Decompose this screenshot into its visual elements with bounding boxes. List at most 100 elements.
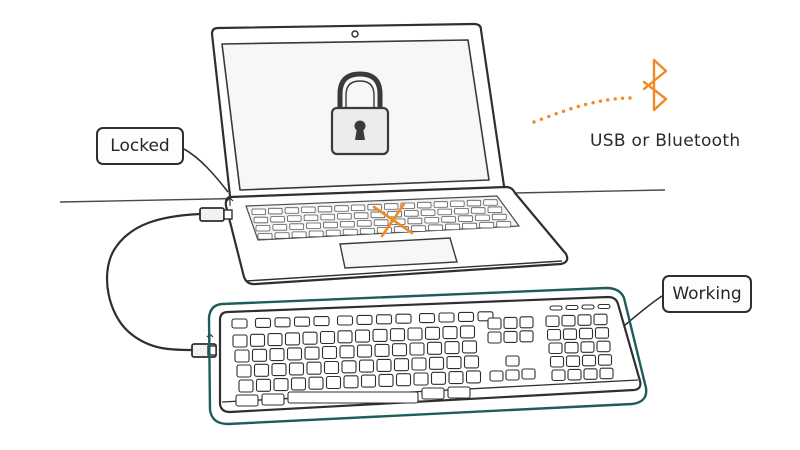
- usb-cable: [106, 197, 234, 358]
- laptop-key: [255, 224, 271, 232]
- laptop-key: [257, 233, 273, 240]
- keyboard-key: [411, 357, 427, 371]
- keyboard-key: [325, 375, 342, 390]
- laptop-key: [433, 201, 448, 208]
- keyboard-key: [551, 369, 566, 382]
- laptop-key: [487, 206, 503, 213]
- laptop-key: [437, 208, 452, 216]
- keyboard-key: [487, 331, 502, 344]
- keyboard-key: [319, 330, 336, 345]
- connection-label: USB or Bluetooth: [590, 131, 741, 151]
- laptop-key: [291, 231, 307, 238]
- keyboard-key: [360, 374, 377, 388]
- keyboard-key: [323, 360, 340, 375]
- keyboard-status-label: Working: [662, 275, 752, 313]
- keyboard-key: [389, 328, 406, 342]
- keyboard-key: [395, 373, 412, 387]
- keyboard-key: [430, 371, 447, 385]
- keyboard-key: [565, 304, 579, 311]
- keyboard-key: [254, 317, 272, 328]
- laptop-key: [424, 216, 440, 224]
- laptop-key: [404, 210, 419, 217]
- keyboard-key: [234, 349, 250, 363]
- keyboard-key: [465, 370, 482, 384]
- signal-dot: [539, 117, 544, 121]
- keyboard-key: [284, 332, 301, 346]
- laptop-key: [420, 209, 436, 216]
- keyboard-key: [521, 368, 536, 380]
- keyboard-key: [304, 346, 320, 360]
- laptop-key: [428, 224, 443, 231]
- keyboard-key: [594, 327, 610, 339]
- laptop-key: [274, 232, 290, 239]
- keyboard-key: [448, 371, 464, 385]
- x-mark-icon: [372, 202, 414, 238]
- laptop-key: [383, 203, 399, 210]
- laptop-key: [356, 220, 372, 227]
- signal-dot: [591, 101, 595, 105]
- keyboard-key: [461, 340, 478, 354]
- locked-leader-line: [183, 148, 229, 193]
- laptop-key: [353, 212, 369, 219]
- laptop-key: [496, 221, 512, 228]
- keyboard-key: [447, 386, 471, 399]
- keyboard-key: [413, 372, 429, 386]
- laptop-key: [270, 216, 285, 223]
- keyboard-key: [457, 311, 475, 322]
- keyboard-key: [565, 355, 581, 367]
- usb-plug-keyboard: [191, 333, 217, 358]
- signal-dot: [613, 97, 617, 101]
- keyboard-key: [249, 333, 266, 347]
- signal-dot: [547, 114, 551, 119]
- signal-dot: [561, 109, 566, 113]
- laptop-key: [373, 219, 389, 226]
- keyboard-key: [321, 345, 338, 360]
- laptop-key: [342, 228, 358, 236]
- signal-dot: [576, 104, 580, 109]
- keyboard-key: [505, 355, 520, 367]
- keyboard-key: [561, 314, 576, 327]
- keyboard-key: [293, 316, 311, 327]
- keyboard-key: [519, 330, 534, 343]
- keyboard-key: [577, 314, 592, 326]
- keyboard-key: [267, 333, 283, 347]
- keyboard-key: [313, 316, 330, 327]
- keyboard-key: [358, 359, 375, 373]
- keyboard-key: [487, 317, 502, 330]
- keyboard-key: [395, 313, 412, 324]
- keyboard-key: [578, 327, 594, 340]
- laptop-key: [417, 201, 432, 209]
- laptop-key: [272, 224, 288, 231]
- keyboard-key: [235, 394, 259, 407]
- keyboard-key: [354, 329, 371, 343]
- external-keyboard: [207, 286, 648, 426]
- keyboard-key: [545, 315, 560, 328]
- bluetooth-icon: [642, 58, 668, 112]
- keyboard-keys: [231, 303, 614, 407]
- keyboard-key: [271, 363, 287, 377]
- laptop-key: [334, 205, 349, 212]
- laptop-key: [253, 216, 269, 224]
- keyboard-key: [409, 342, 425, 356]
- laptop-key: [317, 205, 333, 213]
- keyboard-key: [562, 328, 578, 340]
- keyboard-key: [581, 304, 595, 310]
- laptop-key: [323, 221, 338, 229]
- laptop-key: [306, 222, 321, 229]
- keyboard-key: [459, 325, 476, 339]
- keyboard-key: [376, 358, 392, 372]
- laptop-key: [411, 225, 426, 232]
- keyboard-key: [426, 341, 443, 355]
- keyboard-key: [374, 343, 390, 357]
- keyboard-key: [306, 361, 322, 375]
- keyboard-key: [505, 369, 520, 381]
- laptop-key: [303, 214, 319, 221]
- laptop-key: [483, 199, 498, 206]
- signal-dots: [532, 96, 632, 124]
- signal-dot: [620, 96, 625, 101]
- padlock-icon: [330, 71, 390, 156]
- keyboard-key: [567, 368, 582, 381]
- keyboard-key: [375, 314, 393, 325]
- keyboard-key: [580, 341, 595, 353]
